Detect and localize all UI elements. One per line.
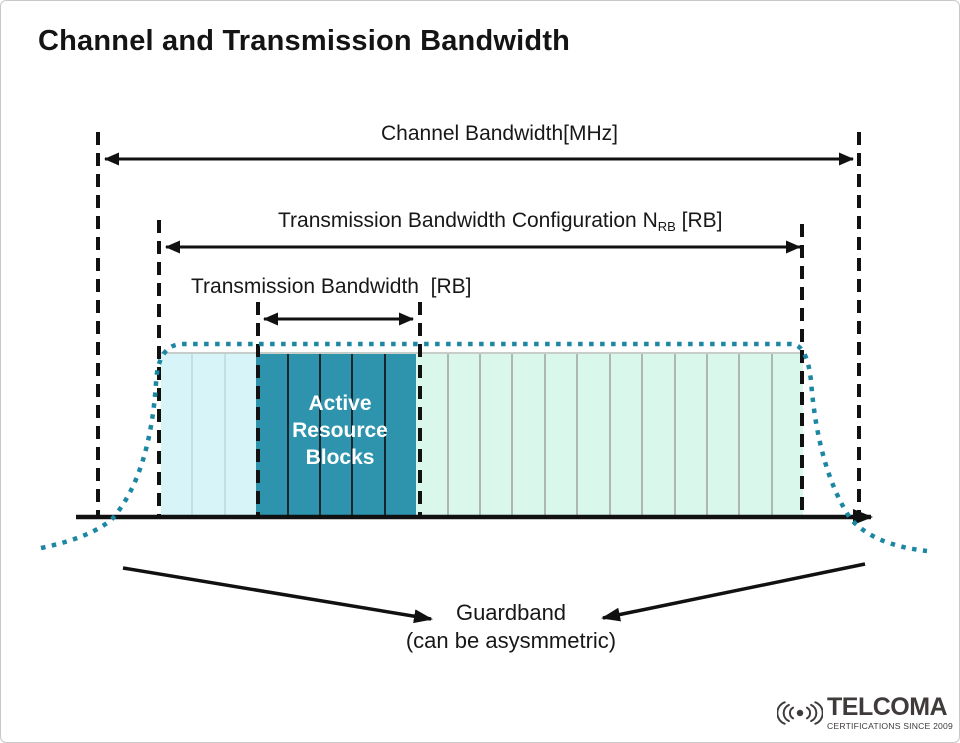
inactive-left-resource-block [161,354,194,516]
resource-blocks-row [161,352,804,516]
inactive-right-resource-block [578,354,611,516]
active-resource-blocks-label: Active Resource Blocks [292,392,388,469]
inactive-right-resource-block [448,354,482,516]
logo-tagline-text: CERTIFICATIONS SINCE 2009 [827,721,953,732]
inactive-right-resource-block [675,354,708,516]
inactive-right-resource-block [643,354,676,516]
inactive-right-resource-block [481,354,514,516]
inactive-left-resource-block [225,354,257,516]
guardband-title: Guardband [455,600,567,625]
transmission-config-unit: [RB] [675,209,723,232]
inactive-right-resource-block [545,354,579,516]
transmission-bandwidth-label: Transmission Bandwidth [RB] [191,275,472,298]
signal-waves-icon [777,701,824,725]
guardband-label: Guardband (can be asysmmetric) [378,599,644,655]
guardband-note: (can be asysmmetric) [405,628,617,653]
inactive-right-resource-block [610,354,644,516]
channel-bandwidth-label: Channel Bandwidth[MHz] [381,122,618,145]
inactive-left-resource-block [193,354,226,516]
inactive-right-resource-block [772,354,804,516]
inactive-right-resource-block [416,354,449,516]
transmission-config-text: Transmission Bandwidth Configuration N [278,209,658,232]
inactive-right-resource-block [740,354,773,516]
transmission-config-label: Transmission Bandwidth Configuration NRB… [278,209,722,234]
inactive-right-resource-block [707,354,741,516]
page-title: Channel and Transmission Bandwidth [38,25,571,57]
transmission-config-subscript: RB [657,219,676,234]
logo-brand-text: TELCOMA [827,693,948,722]
telcoma-logo: TELCOMA CERTIFICATIONS SINCE 2009 [777,690,953,736]
inactive-right-resource-block [513,354,546,516]
